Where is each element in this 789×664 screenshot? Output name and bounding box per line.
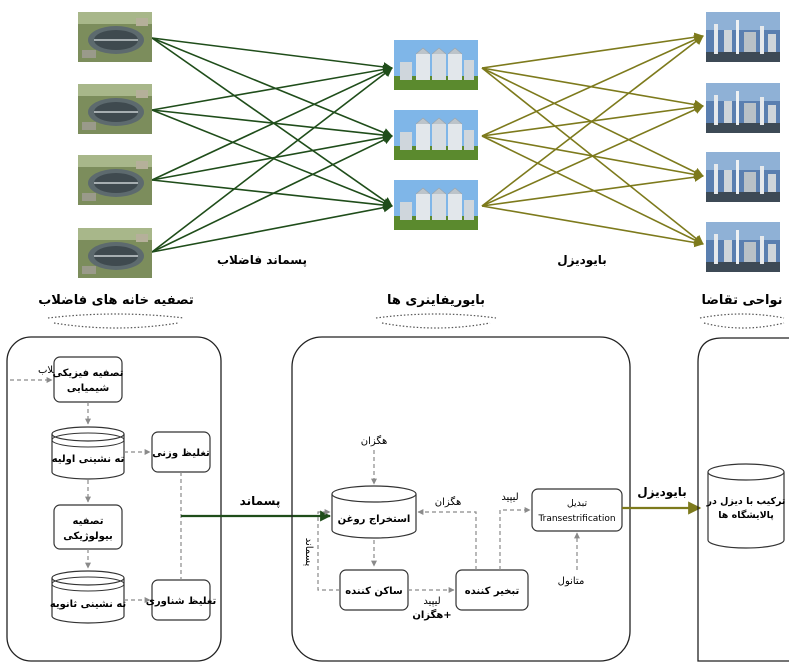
industrial-demand-icon: [706, 222, 780, 272]
hexane-return-label: هگزان: [435, 496, 461, 508]
transesterification-line2: Transestrification: [537, 514, 615, 524]
process-connectors: [317, 507, 580, 593]
bio-line1: تصفیه: [73, 516, 104, 527]
flow-label-biodiesel: بایودیزل: [557, 253, 607, 268]
lipid-hexane-line1: لیپید: [423, 596, 440, 607]
blend-line2: پالایشگاه ها: [718, 509, 774, 521]
oil-extraction-vessel: [331, 485, 417, 539]
gravity-thickening-label: تغلیظ وزنی: [152, 448, 210, 459]
residue-label: پسماند: [303, 538, 314, 567]
lipid-hexane-line2: +هگزان: [412, 608, 451, 621]
demand-icons: [706, 12, 780, 272]
column-title-plants: تصفیه خانه های فاضلاب: [38, 293, 194, 308]
biorefinery-silo-icon: [393, 179, 479, 231]
phys-chem-line1: تصفیه فیزیکی: [53, 368, 124, 379]
wastewater-plant-icon: [77, 83, 153, 135]
industrial-demand-icon: [706, 12, 780, 62]
industrial-demand-icon: [706, 83, 780, 133]
column-title-refineries: بایوریفاینری ها: [387, 293, 485, 308]
wastewater-plant-icon: [77, 11, 153, 63]
methanol-label: متانول: [558, 576, 585, 587]
primary-settling-label: ته نشینی اولیه: [52, 454, 125, 465]
evaporator-label: تبخیر کننده: [465, 586, 520, 597]
sludge-connectors: [124, 449, 182, 603]
oil-extraction-label: استخراج روغن: [338, 514, 411, 525]
secondary-settling-tank: [51, 570, 125, 624]
biorefinery-silo-icon: [393, 109, 479, 161]
network-links-biodiesel: [481, 32, 704, 248]
wastewater-plant-panel: [6, 336, 222, 662]
lipid-label: لیپید: [501, 492, 518, 503]
bio-line2: بیولوژیکی: [63, 531, 113, 542]
phys-chem-box: [53, 356, 123, 403]
flow-label-sludge: پسماند فاضلاب: [217, 253, 307, 267]
biorefinery-silo-icon: [393, 39, 479, 91]
transesterification-line1: تبدیل: [567, 498, 588, 509]
primary-settling-tank: [51, 426, 125, 480]
biorefinery-panel: [291, 336, 631, 662]
plant-icons: [77, 11, 153, 279]
blend-line1: ترکیب با دیزل در: [706, 496, 786, 507]
refinery-blend-tank: [707, 463, 785, 549]
wastewater-plant-icon: [77, 227, 153, 279]
phys-chem-line2: شیمیایی: [67, 383, 109, 394]
transesterification-box: [531, 488, 623, 532]
zoom-marker: [47, 313, 785, 329]
demand-panel: [697, 337, 789, 662]
evaporator-box: [455, 569, 529, 611]
flotation-thickening-label: تغلیظ شناوری: [146, 596, 217, 607]
hexane-input-label: هگزان: [361, 435, 387, 447]
column-title-demand: نواحی تقاضا: [701, 293, 782, 308]
bio-treatment-box: [53, 504, 123, 550]
sludge-arrow-label: پسماند: [240, 494, 281, 508]
refinery-icons: [393, 39, 479, 231]
settler-label: ساکن کننده: [345, 586, 403, 597]
network-links-sludge: [151, 37, 393, 253]
wastewater-plant-icon: [77, 154, 153, 206]
secondary-settling-label: ته نشینی ثانویه: [50, 599, 127, 610]
industrial-demand-icon: [706, 152, 780, 202]
biodiesel-arrow-label: بایودیزل: [637, 485, 687, 500]
